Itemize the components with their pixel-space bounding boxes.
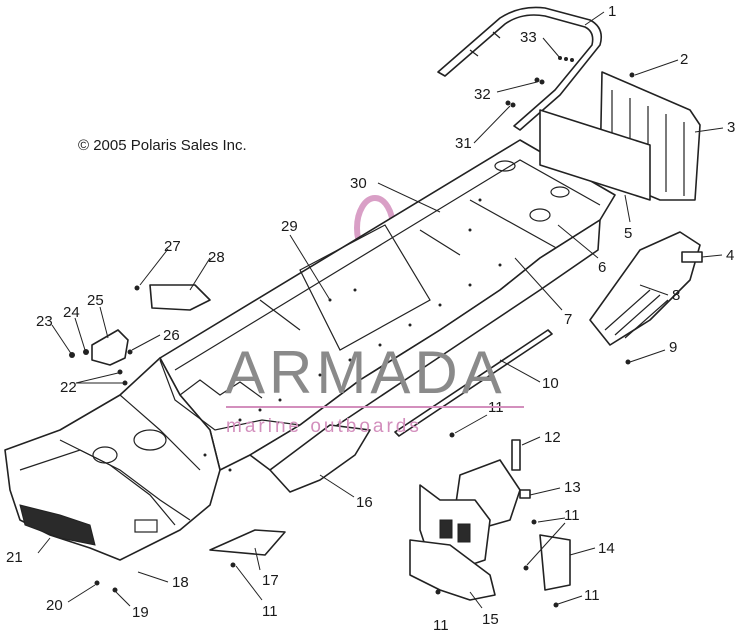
footrest: [589, 231, 701, 346]
watermark-brand: ARMADA: [225, 339, 506, 406]
fasteners: [69, 56, 635, 608]
callout-11b: 11: [564, 507, 580, 524]
running-board-strip: [394, 329, 553, 437]
callout-27: 27: [164, 238, 181, 255]
callout-17: 17: [262, 572, 279, 589]
callout-20: 20: [46, 597, 63, 614]
callout-8: 8: [672, 287, 680, 304]
callout-25: 25: [87, 292, 104, 309]
callout-24: 24: [63, 304, 80, 321]
callout-4: 4: [726, 247, 734, 264]
callout-11d: 11: [433, 617, 449, 634]
callout-10: 10: [542, 375, 559, 392]
side-plate: [539, 534, 571, 591]
rivet-holes: [203, 198, 502, 472]
callout-5: 5: [624, 225, 632, 242]
callout-9: 9: [669, 339, 677, 356]
callout-1: 1: [608, 3, 616, 20]
skid-pad: [209, 529, 286, 556]
callout-11c: 11: [584, 587, 600, 604]
callout-2: 2: [680, 51, 688, 68]
clip: [511, 439, 521, 471]
callout-16: 16: [356, 494, 373, 511]
leader-lines: [37, 11, 724, 609]
callout-22: 22: [60, 379, 77, 396]
copyright-text: © 2005 Polaris Sales Inc.: [78, 137, 247, 154]
callout-15: 15: [482, 611, 499, 628]
callout-3: 3: [727, 119, 735, 136]
callout-31: 31: [455, 135, 472, 152]
callout-12: 12: [544, 429, 561, 446]
callout-13: 13: [564, 479, 581, 496]
bracket-28: [149, 284, 211, 311]
callout-23: 23: [36, 313, 53, 330]
callout-14: 14: [598, 540, 615, 557]
rear-plate: [539, 109, 651, 201]
callout-30: 30: [350, 175, 367, 192]
callout-32: 32: [474, 86, 491, 103]
callout-labels: 1 2 3 4 5 6 7 8 9 10 11 12 13 14 15 16 1…: [6, 3, 735, 634]
callout-33: 33: [520, 29, 537, 46]
callout-7: 7: [564, 311, 572, 328]
callout-28: 28: [208, 249, 225, 266]
callout-29: 29: [281, 218, 298, 235]
callout-6: 6: [598, 259, 606, 276]
front-bracket: [409, 459, 521, 601]
footrest-bracket: [681, 251, 703, 263]
clip-foot: [519, 489, 531, 499]
callout-18: 18: [172, 574, 189, 591]
callout-26: 26: [163, 327, 180, 344]
callout-21: 21: [6, 549, 23, 566]
callout-19: 19: [132, 604, 149, 621]
watermark-tagline: marine outboards: [226, 416, 422, 437]
rear-grab-bar: [437, 6, 603, 131]
callout-11e: 11: [262, 603, 278, 620]
bracket-25: [91, 329, 129, 366]
